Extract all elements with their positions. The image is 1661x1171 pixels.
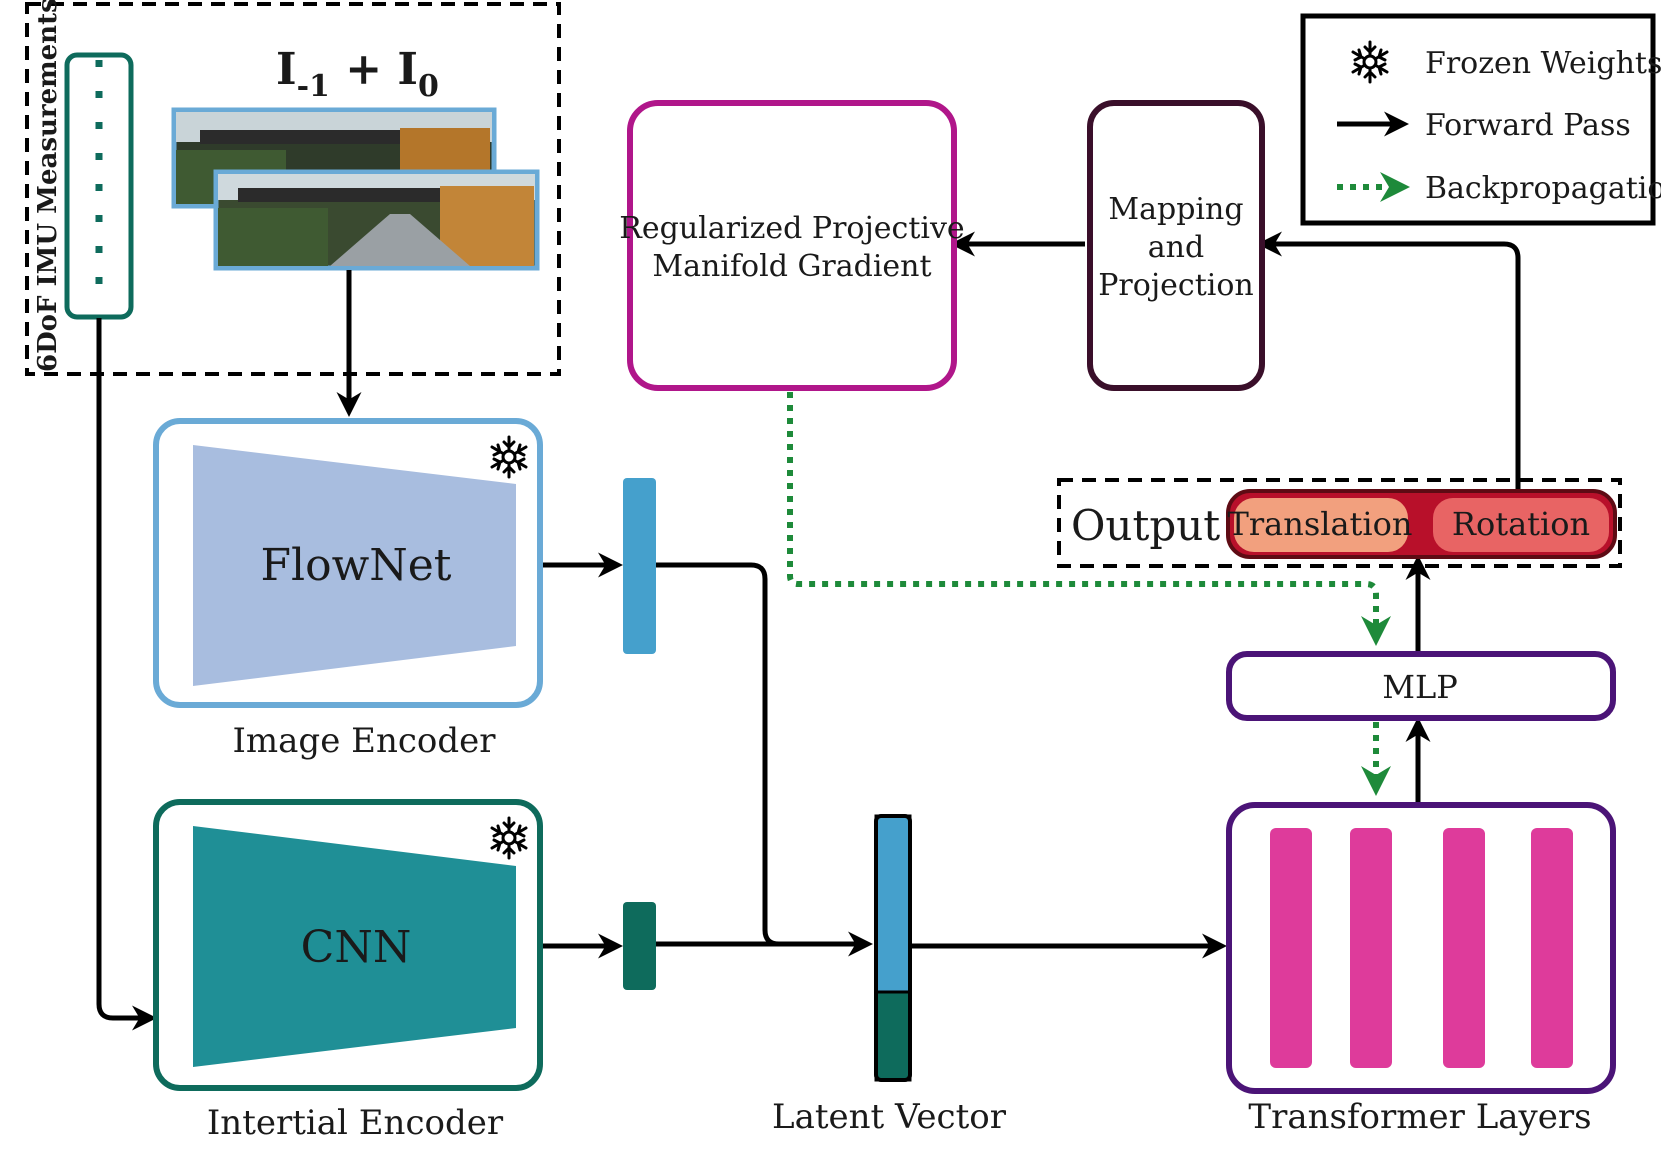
arrow-rotation-to-mapping	[1257, 231, 1521, 492]
legend-forward-label: Forward Pass	[1425, 108, 1631, 143]
transformer-layer-2	[1350, 828, 1392, 1068]
cnn-label: CNN	[301, 922, 412, 973]
legend-frozen-label: Frozen Weights	[1425, 46, 1661, 81]
imu-label: 6DoF IMU Measurements	[33, 0, 63, 372]
arrow-image-feature-to-latent	[656, 562, 873, 957]
flownet-label: FlowNet	[261, 540, 452, 591]
mapping-projection-box	[1087, 100, 1265, 391]
image-feature-bar	[623, 478, 656, 654]
inertial-feature-bar	[623, 902, 656, 990]
gradient-label-line1: Regularized Projective	[619, 211, 964, 246]
translation-label: Translation	[1227, 505, 1412, 543]
mlp-box	[1226, 651, 1616, 721]
transformer-layer-1	[1270, 828, 1312, 1068]
transformer-layer-3	[1443, 828, 1485, 1068]
transformer-box	[1226, 802, 1616, 1094]
image-frame-current	[213, 169, 540, 271]
mapping-label-line2: and	[1148, 230, 1204, 265]
backprop-gradient-to-mlp	[787, 392, 1391, 646]
translation-chip	[1234, 498, 1408, 552]
legend-backprop-label: Backpropagation	[1425, 171, 1661, 206]
mlp-label: MLP	[1382, 668, 1458, 706]
transformer-caption: Transformer Layers	[1248, 1097, 1591, 1137]
cnn-trapezoid	[193, 826, 516, 1067]
image-encoder-caption: Image Encoder	[232, 721, 496, 761]
image-pair-label: I-1 + I0	[276, 44, 439, 104]
legend-box	[1300, 13, 1656, 226]
rotation-chip	[1433, 498, 1609, 552]
rotation-label: Rotation	[1452, 505, 1590, 543]
flownet-trapezoid	[193, 445, 516, 686]
manifold-gradient-box	[627, 100, 957, 391]
transformer-layer-4	[1531, 828, 1573, 1068]
inertial-encoder-caption: Intertial Encoder	[207, 1103, 504, 1143]
latent-vector	[874, 814, 912, 1082]
mapping-label-line1: Mapping	[1108, 192, 1243, 227]
mapping-label-line3: Projection	[1098, 268, 1253, 303]
input-group-box	[25, 2, 561, 376]
gradient-label-line2: Manifold Gradient	[652, 249, 931, 284]
arrow-imu-to-cnn	[96, 318, 157, 1031]
latent-vector-caption: Latent Vector	[772, 1097, 1007, 1137]
output-dashed-box	[1057, 478, 1622, 568]
output-label: Output	[1071, 501, 1220, 550]
